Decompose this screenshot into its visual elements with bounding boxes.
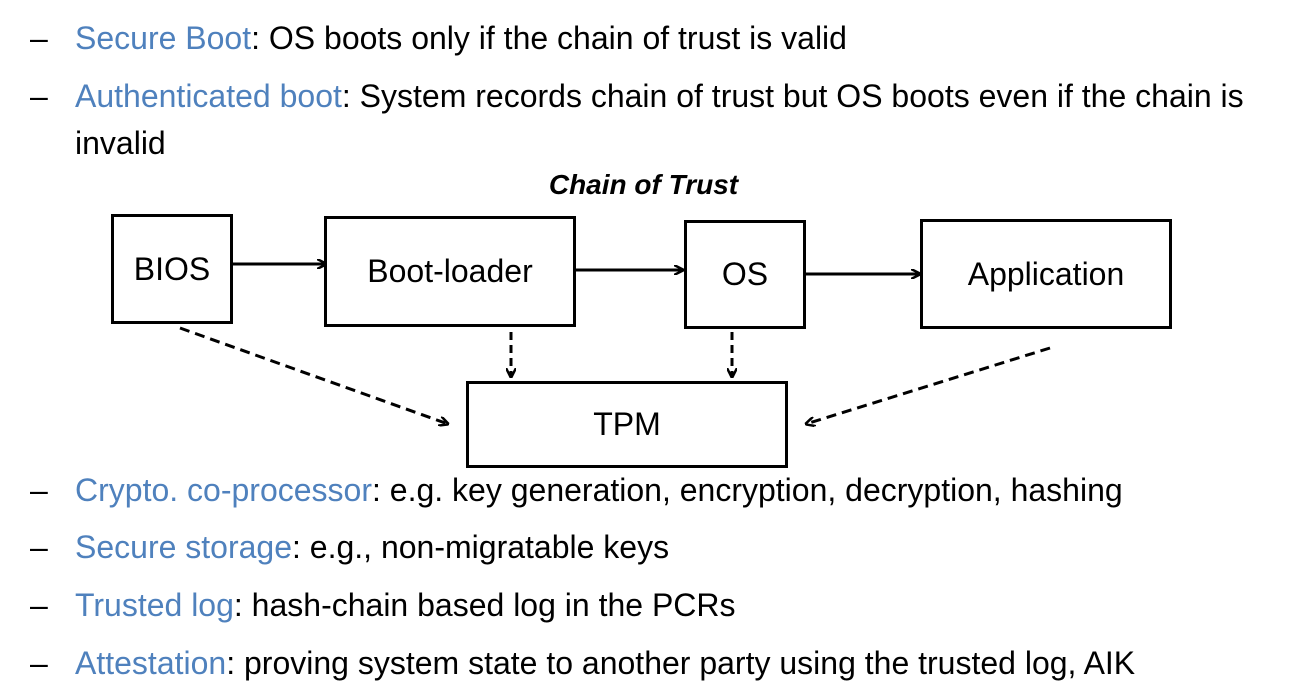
bullet-dash: –	[30, 587, 48, 623]
term-secure-storage: Secure storage	[75, 529, 293, 565]
desc-secure-boot: : OS boots only if the chain of trust is…	[251, 20, 847, 56]
term-attestation: Attestation	[75, 645, 227, 681]
desc-crypto-coprocessor: : e.g. key generation, encryption, decry…	[371, 472, 1123, 508]
bullet-dash: –	[30, 472, 48, 508]
box-os: OS	[684, 220, 806, 329]
desc-attestation: : proving system state to another party …	[226, 645, 1136, 681]
diagram-title: Chain of Trust	[548, 169, 739, 200]
bullet-dash: –	[30, 20, 48, 56]
box-bios: BIOS	[111, 214, 233, 324]
bullet-dash: –	[30, 645, 48, 681]
bullet-dash: –	[30, 529, 48, 565]
box-application: Application	[920, 219, 1172, 329]
term-secure-boot: Secure Boot	[75, 20, 252, 56]
term-authenticated-boot: Authenticated boot	[75, 78, 342, 114]
box-tpm: TPM	[466, 381, 788, 468]
term-trusted-log: Trusted log	[75, 587, 234, 623]
arrow-bios-to-tpm	[179, 326, 448, 424]
desc-authenticated-boot: : System records chain of trust but OS b…	[75, 78, 1244, 161]
desc-trusted-log: : hash-chain based log in the PCRs	[233, 587, 736, 623]
term-crypto-coprocessor: Crypto. co-processor	[75, 472, 372, 508]
bullet-dash: –	[30, 78, 48, 114]
box-bootloader: Boot-loader	[324, 216, 576, 327]
desc-secure-storage: : e.g., non-migratable keys	[292, 529, 670, 565]
arrow-application-to-tpm	[806, 346, 1051, 424]
